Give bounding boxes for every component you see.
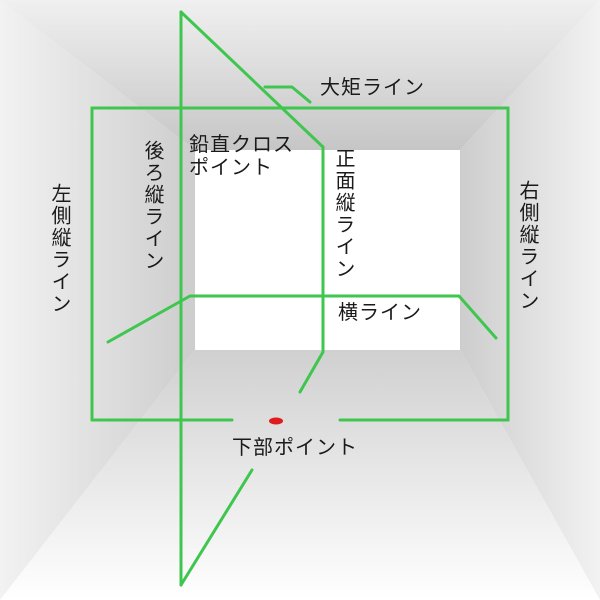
ceiling-notch xyxy=(263,85,312,104)
plumb-cross-point-label: 鉛直クロス ポイント xyxy=(189,132,294,179)
ceiling-diagonal xyxy=(179,10,325,394)
floor-diagonal xyxy=(179,468,254,587)
horizontal-line-label: 横ライン xyxy=(338,300,422,324)
floor-surface xyxy=(0,350,600,600)
ceiling-line-label: 大矩ライン xyxy=(320,75,425,99)
horizontal-line xyxy=(106,294,498,344)
right-vertical-line-label: 右側縦ライン xyxy=(516,180,540,312)
front-vertical-line-label: 正面縦ライン xyxy=(332,148,356,280)
back-vertical-line-label: 後ろ縦ライン xyxy=(141,140,165,272)
left-vertical-line-label: 左側縦ライン xyxy=(48,183,72,315)
right-wall-surface xyxy=(460,0,600,600)
laser-lines xyxy=(90,10,510,587)
left-wall-surface xyxy=(0,0,195,600)
bottom-point-label: 下部ポイント xyxy=(232,435,358,459)
back-wall-surface xyxy=(195,150,460,350)
bottom-laser-point xyxy=(269,417,283,425)
ceiling-surface xyxy=(0,0,600,150)
